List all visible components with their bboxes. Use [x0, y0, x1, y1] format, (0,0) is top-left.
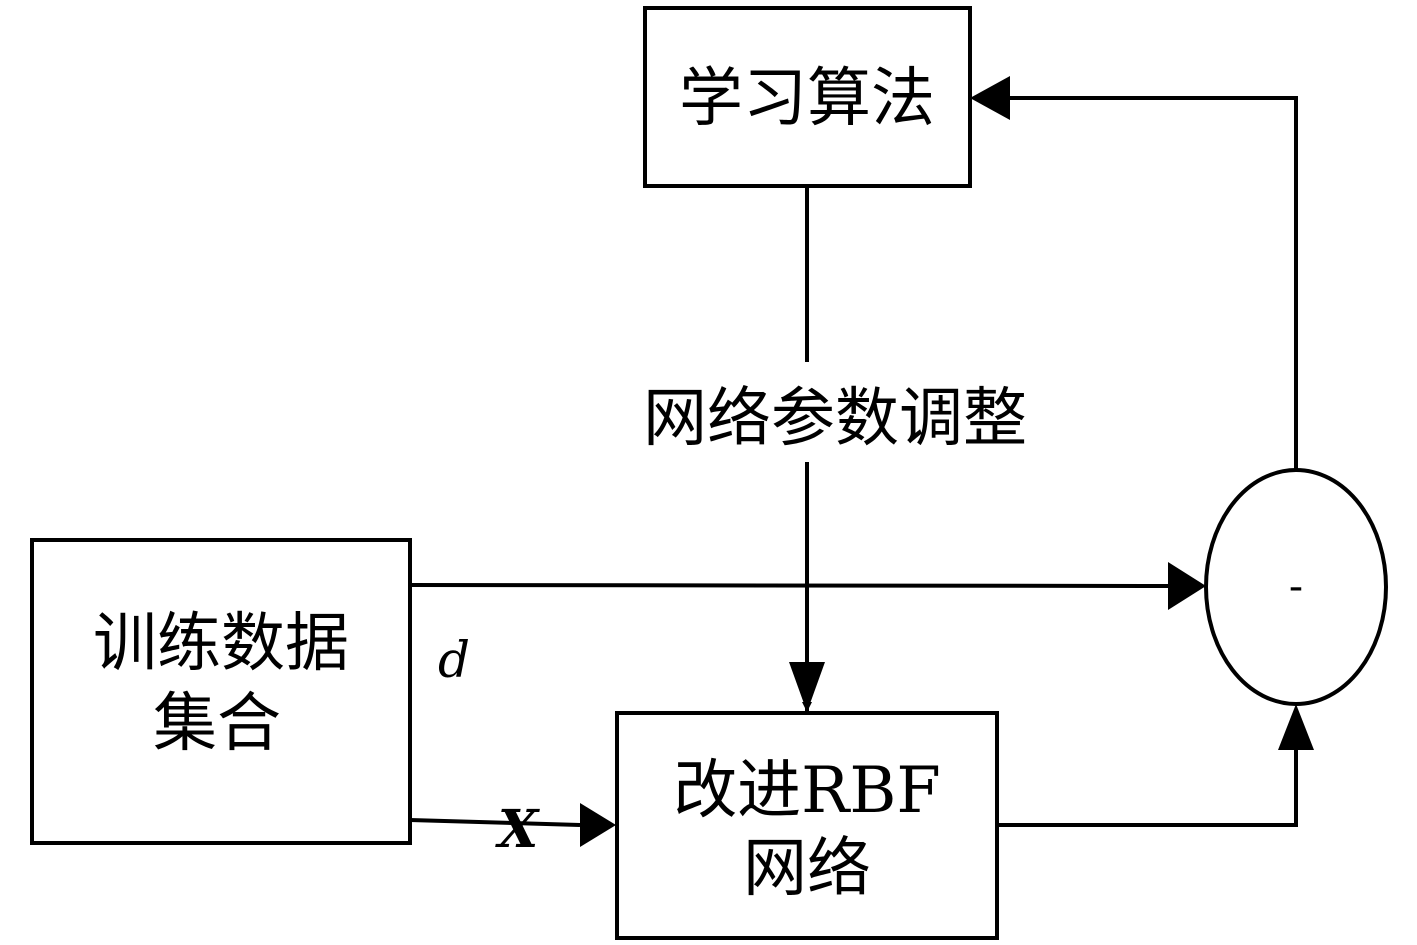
rbf-network-label-line2: 网络: [743, 832, 871, 906]
difference-operator-node: -: [1204, 468, 1388, 706]
rbf-network-label-line1: 改进RBF: [673, 754, 941, 828]
param-adjust-label: 网络参数调整: [643, 382, 1027, 456]
network-output-edge: [997, 704, 1314, 827]
error-feedback-edge: [970, 76, 1298, 470]
input-vector-label: X: [495, 799, 541, 860]
training-data-label-line2: 集合: [153, 687, 281, 761]
learning-algorithm-label: 学习算法: [679, 62, 935, 136]
rbf-network-block: 改进RBF 网络: [615, 711, 999, 940]
param-adjust-edge: 网络参数调整: [643, 186, 1027, 712]
desired-output-label: d: [438, 631, 470, 689]
desired-output-edge: d: [409, 562, 1206, 689]
difference-operator-symbol: -: [1289, 564, 1303, 610]
learning-algorithm-block: 学习算法: [643, 6, 972, 188]
training-data-block: 训练数据 集合: [30, 538, 412, 845]
training-data-label-line1: 训练数据: [93, 607, 349, 681]
input-vector-edge: X: [409, 799, 616, 860]
